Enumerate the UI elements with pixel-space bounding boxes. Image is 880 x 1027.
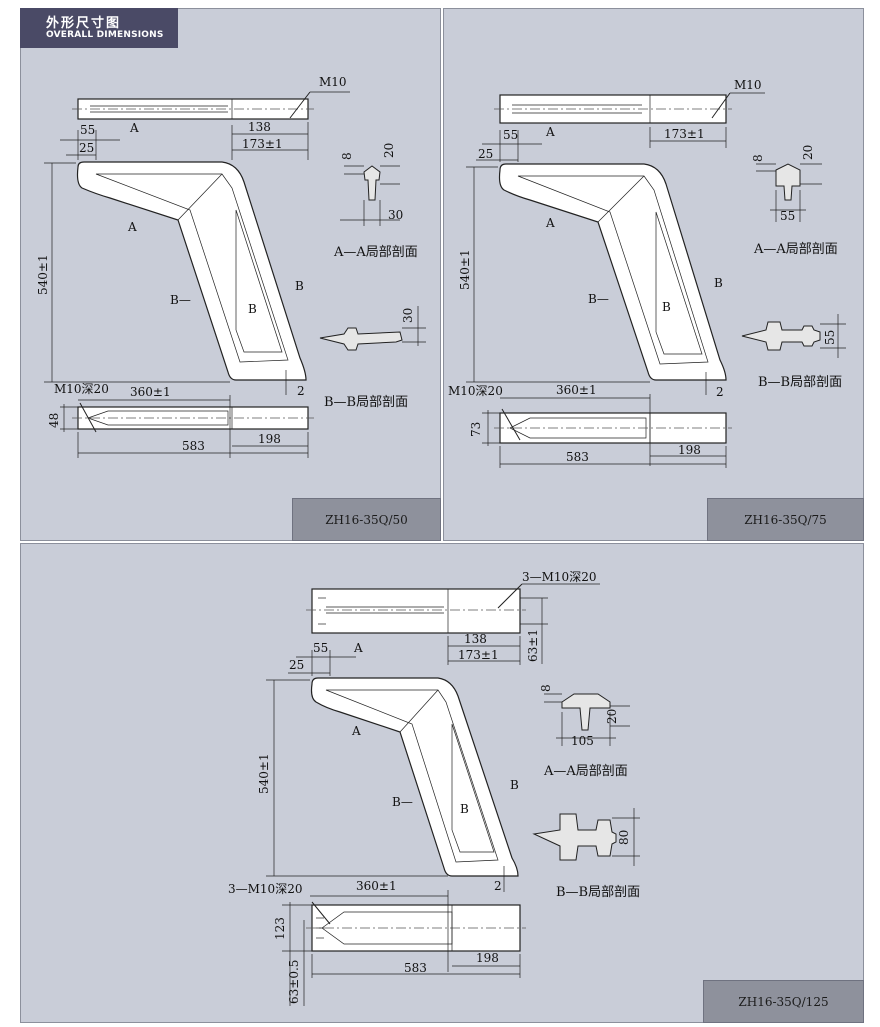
dim-25: 25 <box>289 658 304 672</box>
model-label: ZH16-35Q/75 <box>707 498 864 541</box>
dim-section-b-height: 30 <box>401 308 415 323</box>
header-title-zh: 外形尺寸图 <box>46 16 122 31</box>
thread-label: 3—M10深20 <box>228 882 302 896</box>
dim-2: 2 <box>297 384 305 398</box>
dim-width: 73 <box>469 422 483 437</box>
cut-a-mark: A <box>545 125 555 139</box>
thread-label: M10深20 <box>448 384 503 398</box>
cut-b-inner: B <box>662 300 671 314</box>
cut-b-mark: B <box>510 778 519 792</box>
dim-63: 63±1 <box>526 629 540 662</box>
dim-height: 540±1 <box>458 249 472 290</box>
section-a-drawing <box>544 693 630 746</box>
dim-198: 198 <box>258 432 281 446</box>
section-b-drawing <box>741 314 846 358</box>
front-view <box>44 130 307 395</box>
dim-198: 198 <box>476 951 499 965</box>
dim-63: 63±0.5 <box>287 960 301 1004</box>
front-view <box>466 130 727 395</box>
front-view <box>266 650 519 892</box>
header-title-en: OVERALL DIMENSIONS <box>46 30 164 40</box>
cut-b-inner: B <box>248 302 257 316</box>
section-b-drawing <box>532 808 640 866</box>
dim-173: 173±1 <box>664 127 705 141</box>
dim-section-b-height: 80 <box>617 830 631 845</box>
dim-173: 173±1 <box>242 137 283 151</box>
top-view <box>72 91 350 160</box>
dim-height: 540±1 <box>36 254 50 295</box>
dim-width: 48 <box>47 413 61 428</box>
dim-360: 360±1 <box>130 385 171 399</box>
dim-section-a-width: 55 <box>780 209 795 223</box>
dim-173: 173±1 <box>458 648 499 662</box>
dim-20: 20 <box>605 709 619 724</box>
cut-a-mark: A <box>545 216 555 230</box>
dim-section-b-height: 55 <box>823 330 837 345</box>
cut-b-mark: B— <box>588 292 609 306</box>
dim-583: 583 <box>566 450 589 464</box>
dim-width: 123 <box>273 917 287 940</box>
section-a-label: A—A局部剖面 <box>333 245 418 260</box>
section-a-drawing <box>340 165 400 226</box>
section-b-label: B—B局部剖面 <box>758 375 842 390</box>
model-label: ZH16-35Q/50 <box>292 498 441 541</box>
dim-20: 20 <box>382 143 396 158</box>
dim-138: 138 <box>248 120 271 134</box>
bottom-view <box>482 394 732 468</box>
section-b-drawing <box>319 306 426 351</box>
cut-b-mark: B— <box>170 293 191 307</box>
cut-a-mark: A <box>129 121 139 135</box>
dim-55: 55 <box>80 123 95 137</box>
page-header: 外形尺寸图 OVERALL DIMENSIONS <box>20 8 178 48</box>
dim-8: 8 <box>751 154 765 162</box>
dim-2: 2 <box>716 385 724 399</box>
dim-138: 138 <box>464 632 487 646</box>
model-label: ZH16-35Q/125 <box>703 980 864 1023</box>
dim-55: 55 <box>313 641 328 655</box>
thread-label: M10深20 <box>54 382 109 396</box>
dim-2: 2 <box>494 879 502 893</box>
dim-55: 55 <box>503 128 518 142</box>
section-a-drawing <box>756 163 822 222</box>
cut-a-mark: A <box>351 724 361 738</box>
dim-section-a-width: 105 <box>571 734 594 748</box>
thread-label: 3—M10深20 <box>522 570 596 584</box>
dim-section-a-width: 30 <box>388 208 403 222</box>
section-a-label: A—A局部剖面 <box>543 764 628 779</box>
bottom-view <box>282 890 526 1006</box>
cut-b-mark: B— <box>392 795 413 809</box>
thread-label: M10 <box>734 78 762 92</box>
thread-label: M10 <box>319 75 347 89</box>
dim-360: 360±1 <box>556 383 597 397</box>
cut-a-mark: A <box>353 641 363 655</box>
section-a-label: A—A局部剖面 <box>753 242 838 257</box>
cut-b-inner: B <box>460 802 469 816</box>
dim-198: 198 <box>678 443 701 457</box>
top-view <box>494 92 765 148</box>
bottom-view <box>60 395 314 458</box>
section-b-label: B—B局部剖面 <box>556 885 640 900</box>
dim-20: 20 <box>801 145 815 160</box>
top-view <box>306 583 600 665</box>
dim-8: 8 <box>340 152 354 160</box>
cut-b-mark: B <box>714 276 723 290</box>
dim-height: 540±1 <box>257 753 271 794</box>
dim-583: 583 <box>182 439 205 453</box>
cut-b-mark: B <box>295 279 304 293</box>
dim-360: 360±1 <box>356 879 397 893</box>
dim-583: 583 <box>404 961 427 975</box>
dim-25: 25 <box>478 147 493 161</box>
dim-8: 8 <box>539 684 553 692</box>
section-b-label: B—B局部剖面 <box>324 395 408 410</box>
dim-25: 25 <box>79 141 94 155</box>
cut-a-mark: A <box>127 220 137 234</box>
